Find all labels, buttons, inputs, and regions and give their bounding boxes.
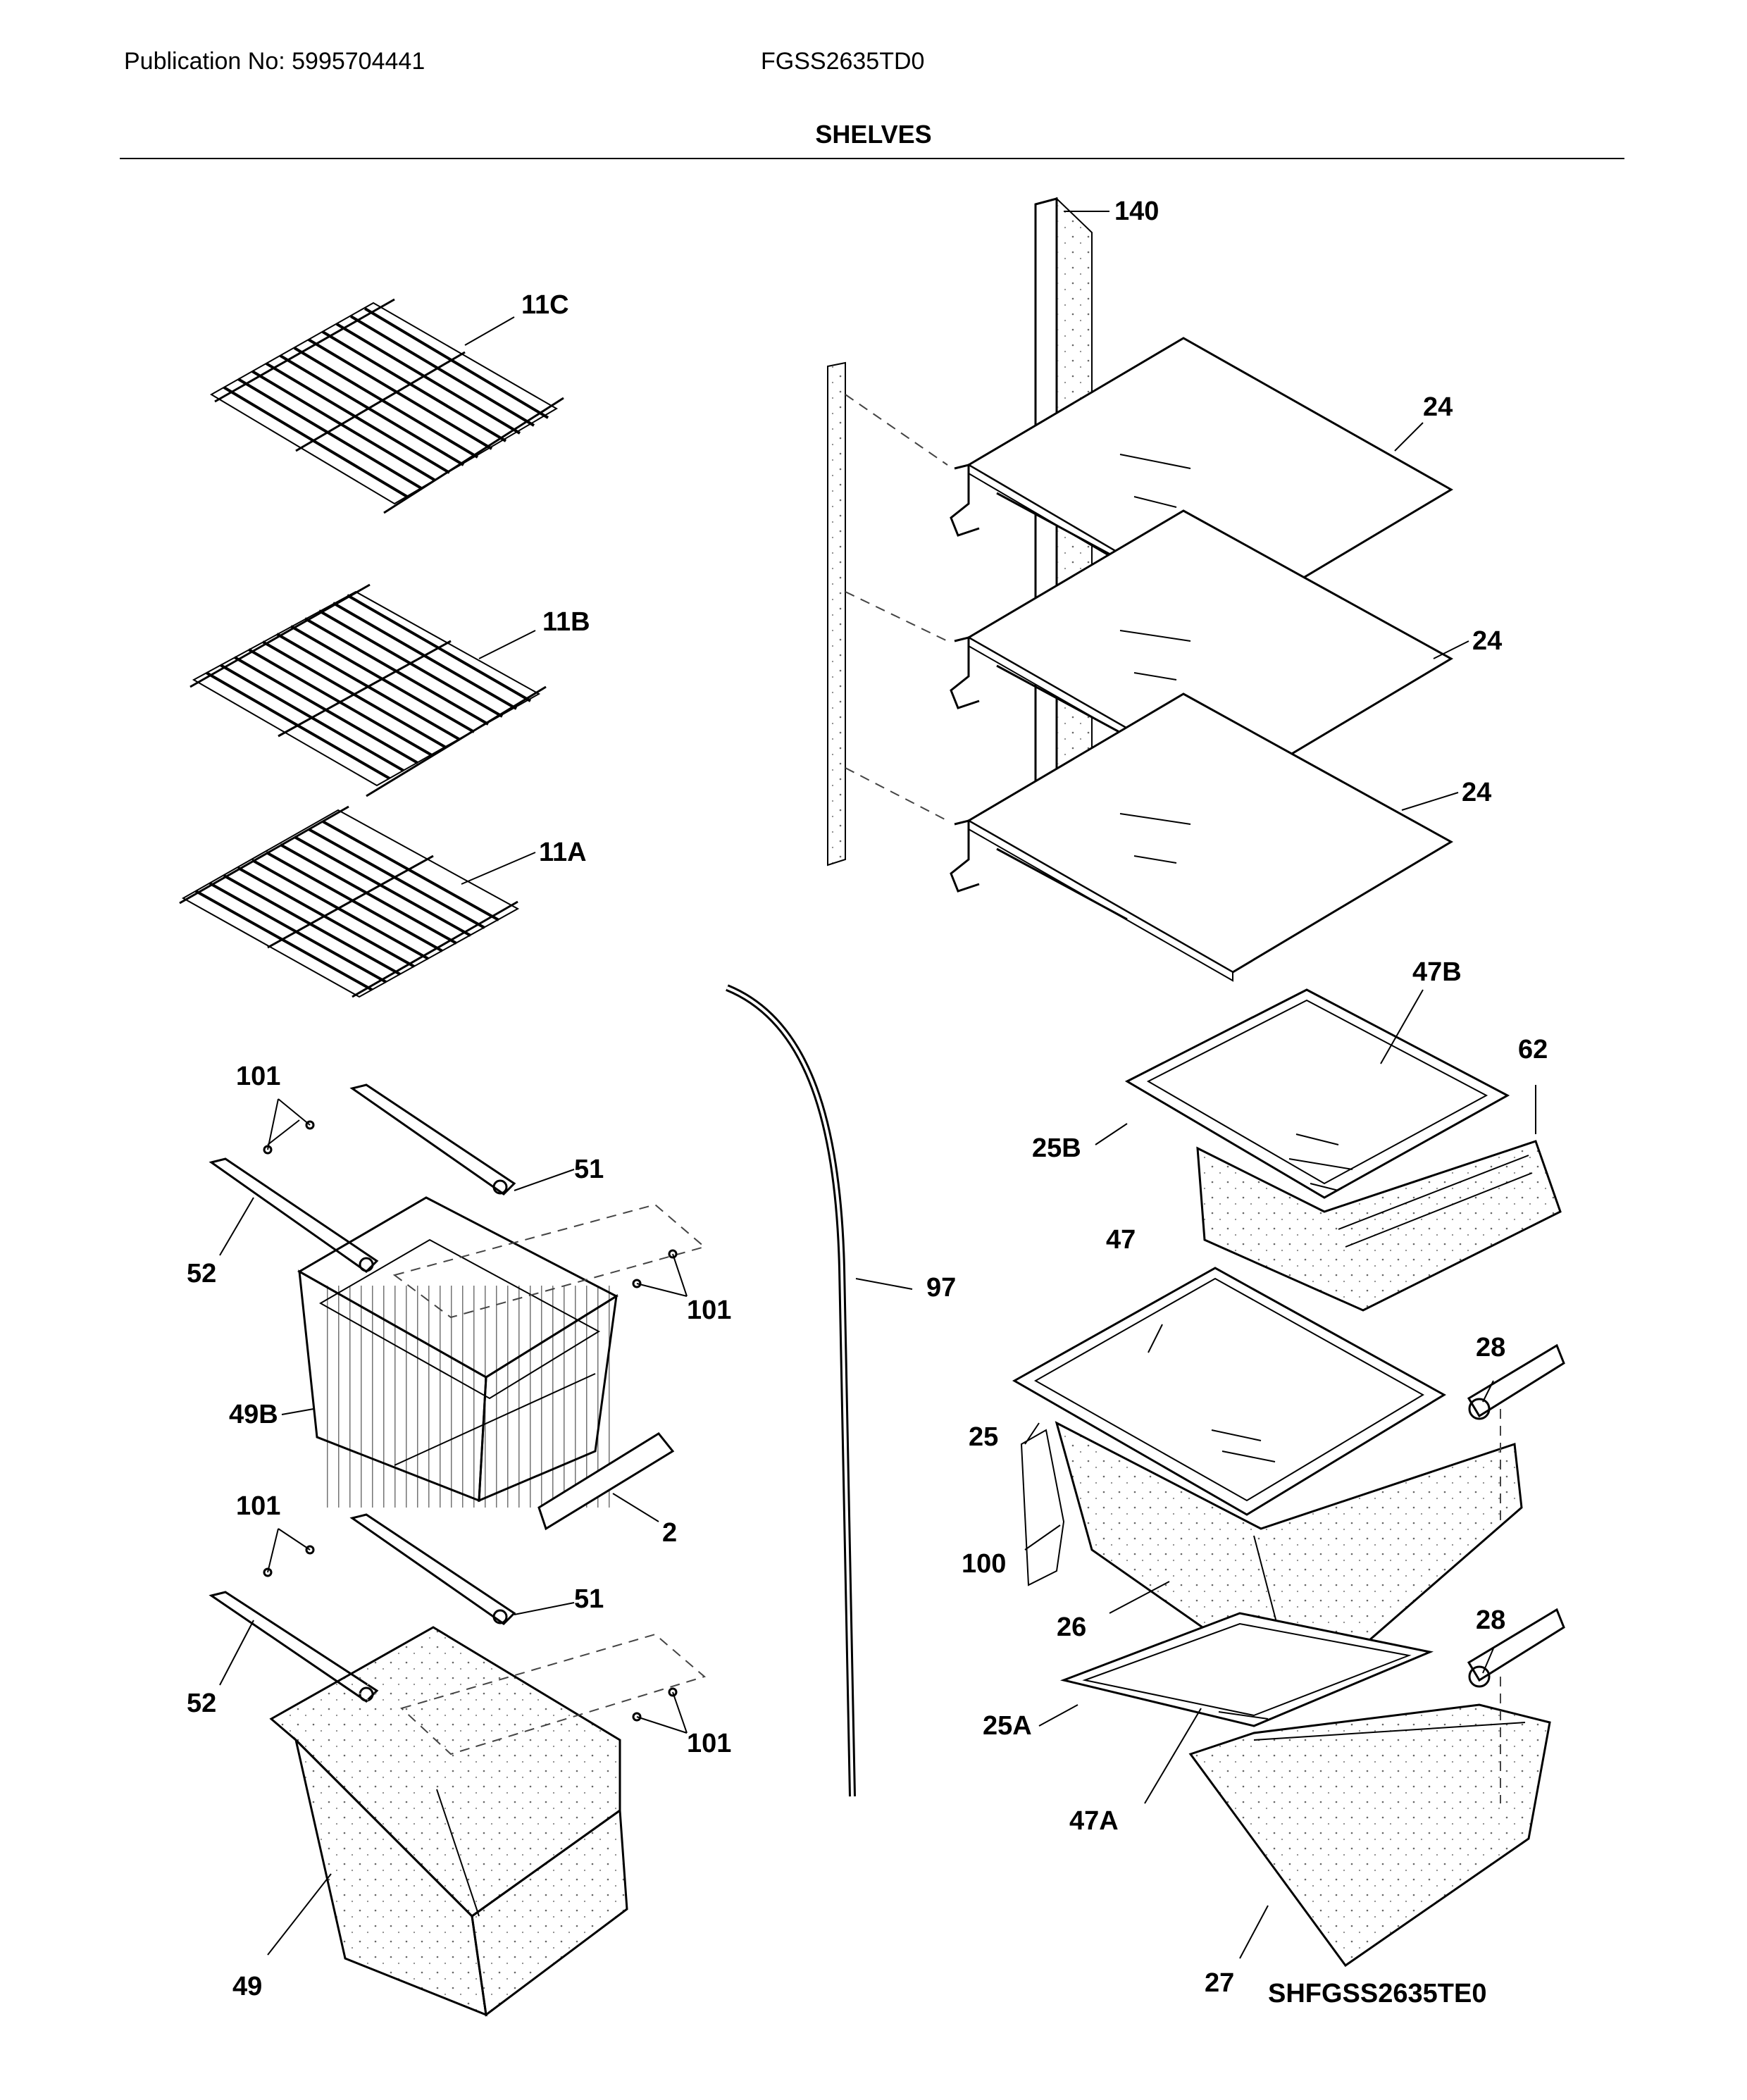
callout-47b: 47B [1412,957,1462,987]
callout-97: 97 [926,1273,956,1303]
callout-11a: 11A [539,838,587,867]
callout-24-bottom: 24 [1462,778,1491,807]
callout-25: 25 [969,1422,998,1452]
callout-24-top: 24 [1423,392,1453,422]
callout-24-middle: 24 [1472,626,1502,656]
crisper-bracket-28-upper [1467,1343,1565,1420]
callout-49: 49 [232,1972,262,2001]
callout-52-upper: 52 [187,1259,216,1288]
callout-47: 47 [1106,1225,1136,1255]
divider-100 [1020,1429,1065,1586]
publication-number: Publication No: 5995704441 [124,48,425,75]
callout-62: 62 [1518,1035,1548,1064]
callout-101-a: 101 [236,1062,280,1091]
callout-28-lower: 28 [1476,1605,1505,1635]
callout-140: 140 [1114,197,1159,226]
shelf-ladder-rail-140 [827,197,1093,866]
callout-27: 27 [1205,1968,1234,1998]
callout-49b: 49B [229,1400,278,1429]
screw-101-icons [263,1120,678,1722]
tube-97 [726,984,856,1797]
callout-101-c: 101 [236,1491,280,1521]
callout-100: 100 [962,1549,1006,1579]
crisper-bracket-28-lower [1467,1608,1565,1688]
crisper-drawer-upper [1196,1140,1562,1312]
crisper-cover-47 [1012,1267,1446,1516]
callout-25a: 25A [983,1711,1032,1741]
slide-rails-upper [209,1083,516,1273]
basket-trim-2 [537,1432,675,1531]
wire-shelf-11b [189,583,547,797]
callout-11b: 11B [542,607,590,637]
callout-25b: 25B [1032,1133,1081,1163]
callout-2: 2 [662,1518,677,1548]
page-title: SHELVES [815,120,932,149]
callout-101-b: 101 [687,1296,731,1325]
crisper-drawer-27 [1188,1703,1551,1968]
freezer-bin-49 [269,1626,628,2017]
crisper-cover-47a [1059,1612,1434,1727]
callout-47a: 47A [1069,1806,1119,1836]
callout-52-lower: 52 [187,1689,216,1718]
glass-shelf-24-bottom [950,692,1454,982]
wire-shelf-11c [210,298,564,514]
callout-101-d: 101 [687,1729,731,1758]
crisper-cover-47b [1124,988,1510,1199]
callout-51-upper: 51 [574,1155,604,1184]
wire-shelf-11a [179,805,520,998]
callout-51-lower: 51 [574,1584,604,1614]
model-number: FGSS2635TD0 [761,48,925,75]
callout-11c: 11C [521,290,569,320]
callout-28-upper: 28 [1476,1333,1505,1362]
callout-26: 26 [1057,1613,1086,1642]
leader-lines [219,211,1536,1959]
wire-basket-49b [297,1196,619,1508]
callout-labels: 140 11C 11B 11A 24 24 24 47B 62 25B 101 … [187,197,1548,2008]
diagram-id: SHFGSS2635TE0 [1268,1979,1486,2008]
title-rule [120,158,1624,159]
